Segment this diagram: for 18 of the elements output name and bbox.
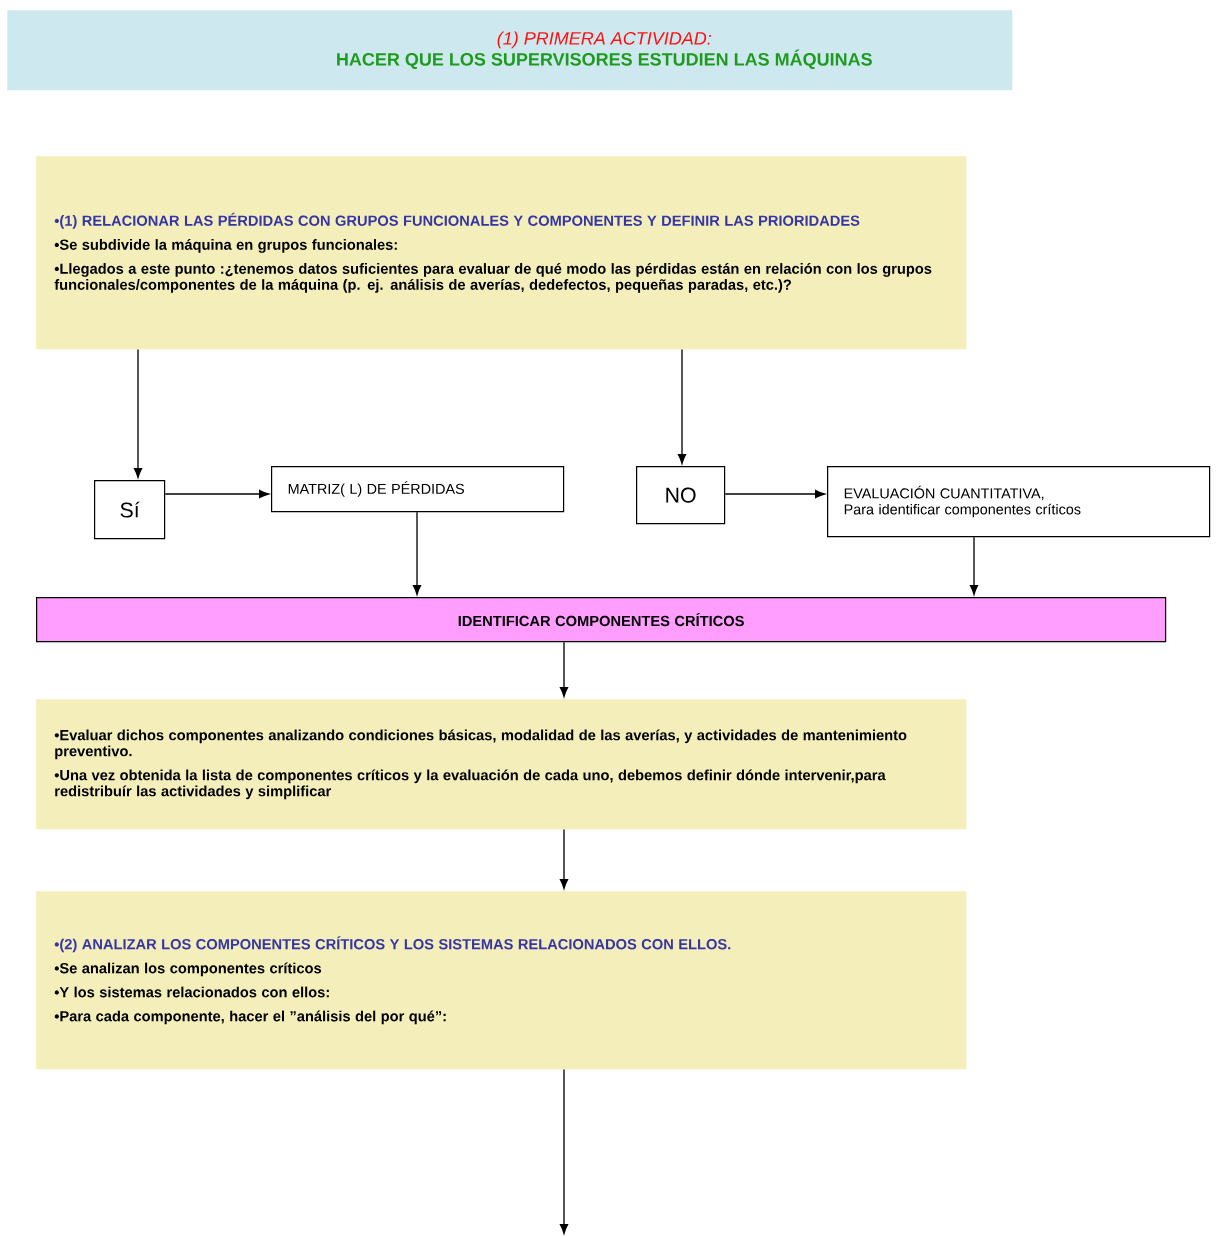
arrow <box>164 489 269 499</box>
arrow <box>559 1068 569 1235</box>
answer-box: Sí <box>94 480 166 540</box>
arrow <box>969 536 979 595</box>
text-box: •(1) RELACIONAR LAS PÉRDIDAS CON GRUPOS FUNCIONALES Y COMPONENTES Y DEFINIR LAS PRIORIDADES •Se subdivide la máquina en grupos funcionales: •Llegados a este punto :¿tenemos datos suficientes para evaluar de qué modo las pérdidas están en relación con los grupos funcionales/componentes de la máquina (p. ej. análisis de averías, dedefectos, pequeñas paradas, etc.)? <box>36 156 967 350</box>
header-band: (1) PRIMERA ACTIVIDAD: HACER QUE LOS SUPERVISORES ESTUDIEN LAS MÁQUINAS <box>7 10 1013 91</box>
arrow <box>412 511 422 595</box>
arrow <box>559 828 569 889</box>
process-box: MATRIZ( L) DE PÉRDIDAS <box>271 466 565 513</box>
arrow <box>677 348 687 464</box>
process-box: IDENTIFICAR COMPONENTES CRÍTICOS <box>36 597 1167 643</box>
text-box: •(2) ANALIZAR LOS COMPONENTES CRÍTICOS Y LOS SISTEMAS RELACIONADOS CON ELLOS. •Se analizan los componentes críticos •Y los sistemas relacionados con ellos: •Para cada componente, hacer el ”análisis del por qué”: <box>36 891 967 1070</box>
arrow <box>559 641 569 697</box>
process-box: EVALUACIÓN CUANTITATIVA, Para identificar componentes críticos <box>827 466 1211 538</box>
answer-box: NO <box>636 466 726 525</box>
text-box: •Evaluar dichos componentes analizando condiciones básicas, modalidad de las averías, y actividades de mantenimiento preventivo. •Una vez obtenida la lista de componentes críticos y la evaluación de cada uno, debemos definir dónde intervenir,para redistribuír las actividades y simplificar <box>36 699 967 830</box>
arrow <box>133 348 143 478</box>
arrow <box>724 489 826 499</box>
